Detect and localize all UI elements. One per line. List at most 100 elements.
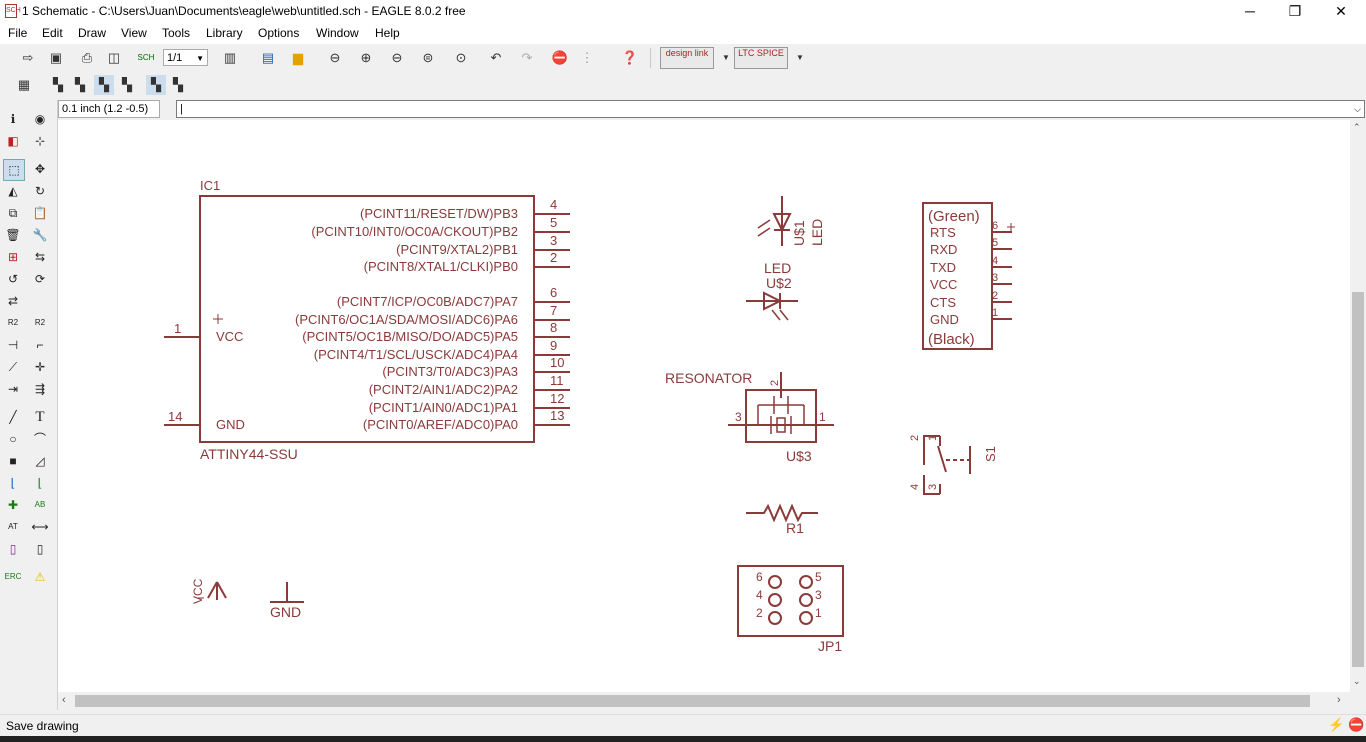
erc-icon[interactable]: ERC [4, 572, 22, 581]
scroll-down-icon[interactable]: ⌄ [1353, 676, 1361, 686]
command-line-input[interactable]: |⌵ [176, 100, 1365, 118]
menu-help[interactable]: Help [375, 26, 400, 40]
junction-icon[interactable]: ✚ [7, 498, 19, 512]
menu-tools[interactable]: Tools [162, 26, 191, 40]
save-icon[interactable]: ▣ [49, 50, 63, 65]
attribute-label-icon[interactable]: AT [8, 522, 18, 531]
move-icon[interactable]: ✥ [34, 162, 46, 176]
zoom-out-icon[interactable]: ⊖ [391, 50, 403, 65]
scroll-right-icon[interactable]: › [1337, 694, 1341, 706]
net-icon[interactable]: ⌊ [10, 476, 16, 490]
mirror-icon[interactable]: ◭ [8, 184, 18, 198]
grid-icon[interactable]: ▦ [17, 77, 31, 92]
layout-6-icon[interactable]: ▚ [173, 77, 183, 92]
zoom-redraw-icon[interactable]: ⊜ [422, 50, 434, 65]
text-icon[interactable]: T [35, 409, 45, 425]
optimize-icon[interactable]: ⟋ [8, 360, 18, 374]
frame-icon[interactable]: ▯ [9, 542, 17, 556]
vertical-scroll-thumb[interactable] [1352, 292, 1364, 667]
ic1-right-pin-number: 5 [550, 215, 557, 230]
menu-window[interactable]: Window [316, 26, 359, 40]
print-icon[interactable]: ⎙ [81, 50, 93, 65]
replace-icon[interactable]: ⇆ [34, 250, 46, 264]
attribute-icon[interactable]: ⇶ [34, 382, 46, 396]
polygon-icon[interactable]: ◿ [35, 454, 45, 468]
redo-icon[interactable]: ↷ [521, 50, 533, 65]
group-select-icon[interactable]: ⬚ [3, 159, 25, 181]
layout-1-icon[interactable]: ▚ [53, 77, 63, 92]
delete-icon[interactable]: 🗑 [5, 228, 21, 242]
menu-draw[interactable]: Draw [78, 26, 107, 40]
label-icon[interactable]: AB [34, 500, 46, 509]
info-icon[interactable]: ℹ [10, 112, 16, 126]
dimension-icon[interactable]: ⟷ [31, 520, 49, 534]
horizontal-scroll-thumb[interactable] [75, 695, 1310, 707]
ltspice-button[interactable]: LTC SPICE [734, 47, 788, 69]
pin-swap-icon[interactable]: ⇄ [7, 294, 19, 308]
design-link-button[interactable]: design link [660, 47, 714, 69]
undo-icon[interactable]: ↶ [490, 50, 502, 65]
go-icon[interactable]: ⋮ [580, 50, 594, 65]
copy-icon[interactable]: ⧉ [8, 206, 18, 220]
miter-icon[interactable]: ⌐ [36, 338, 44, 352]
rotate-icon[interactable]: ↻ [34, 184, 46, 198]
menu-library[interactable]: Library [206, 26, 243, 40]
ltspice-dropdown-icon[interactable]: ▼ [796, 53, 804, 62]
schematic-canvas[interactable]: IC1 ATTINY44-SSU 1 VCC 14 GND 4(PCINT11/… [58, 120, 1350, 692]
stop-command-icon[interactable]: ⛔ [1348, 717, 1365, 732]
design-link-dropdown-icon[interactable]: ▼ [722, 53, 730, 62]
paste-icon[interactable]: 📋 [32, 206, 48, 220]
board-switch-icon[interactable]: SCH [137, 53, 155, 62]
layout-2-icon[interactable]: ▚ [75, 77, 85, 92]
menu-file[interactable]: File [8, 26, 28, 40]
name-icon[interactable]: R2 [7, 318, 19, 327]
library-icon[interactable]: ▥ [223, 50, 237, 65]
ftdi-pin-number: 1 [992, 307, 998, 319]
layer-display-icon[interactable]: ◧ [7, 134, 19, 148]
add-part-icon[interactable]: ⊞ [7, 250, 19, 264]
slice-icon[interactable]: ⇥ [7, 382, 19, 396]
cam-icon[interactable]: ◫ [107, 50, 121, 65]
show-icon[interactable]: ◉ [34, 112, 46, 126]
open-icon[interactable]: ⇨ [22, 50, 34, 65]
split-icon[interactable]: ⊣ [7, 338, 19, 352]
invoke-icon[interactable]: ↺ [7, 272, 19, 286]
scroll-left-icon[interactable]: ‹ [62, 694, 66, 706]
header-pin-number: 4 [756, 588, 763, 602]
layout-4-icon[interactable]: ▚ [122, 77, 132, 92]
bus-icon[interactable]: ⌊ [37, 476, 43, 490]
minimize-button[interactable]: ─ [1245, 3, 1255, 19]
arc-icon[interactable]: ⌒ [33, 432, 46, 446]
ftdi-pin-number: 4 [992, 255, 998, 267]
menu-view[interactable]: View [121, 26, 147, 40]
zoom-in-icon[interactable]: ⊕ [360, 50, 372, 65]
menu-options[interactable]: Options [258, 26, 300, 40]
rectangle-icon[interactable]: ■ [9, 454, 17, 468]
layout-5-icon[interactable]: ▚ [146, 75, 166, 95]
errors-icon[interactable]: ⚠ [34, 570, 46, 584]
wire-icon[interactable]: ╱ [9, 410, 17, 424]
circle-icon[interactable]: ○ [9, 432, 17, 446]
gate-swap-icon[interactable]: ⟳ [34, 272, 46, 286]
close-button[interactable]: ✕ [1335, 3, 1347, 19]
toolbar-separator [650, 48, 651, 68]
layout-3-icon[interactable]: ▚ [94, 75, 114, 95]
value-icon[interactable]: R2 [34, 318, 46, 327]
stop-icon[interactable]: ⛔ [551, 50, 569, 65]
change-icon[interactable]: 🔧 [32, 228, 48, 242]
vertical-scrollbar[interactable]: ⌃ ⌄ [1350, 120, 1366, 692]
scroll-up-icon[interactable]: ⌃ [1353, 122, 1361, 132]
script-icon[interactable]: ▤ [261, 50, 275, 65]
ulp-icon[interactable]: ▆ [293, 50, 303, 65]
zoom-select-icon[interactable]: ⊙ [455, 50, 467, 65]
menu-edit[interactable]: Edit [42, 26, 63, 40]
mark-icon[interactable]: ⊹ [34, 134, 46, 148]
zoom-fit-icon[interactable]: ⊖ [329, 50, 341, 65]
horizontal-scrollbar[interactable]: ‹ › [58, 692, 1350, 710]
header-pin-number: 5 [815, 570, 822, 584]
help-icon[interactable]: ❓ [621, 50, 639, 65]
smash-icon[interactable]: ✛ [34, 360, 46, 374]
module-icon[interactable]: ▯ [36, 542, 44, 556]
restore-button[interactable]: ❐ [1288, 3, 1302, 19]
sheet-select[interactable]: 1/1▼ [163, 49, 208, 66]
